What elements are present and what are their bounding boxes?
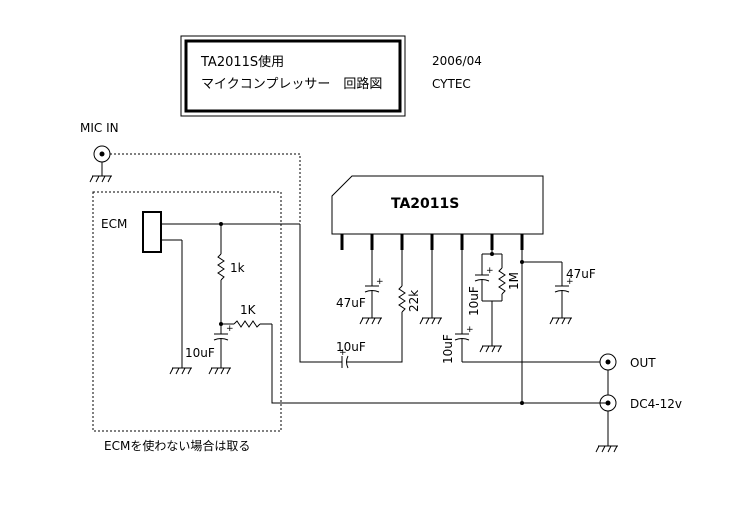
svg-text:+: + (466, 325, 474, 335)
capacitor-47uf-supply: + 47uF (554, 262, 596, 318)
svg-text:+: + (226, 324, 234, 334)
resistor-1k-lower: 1K (221, 303, 272, 328)
pin6-network: + 10uF 1M (467, 250, 521, 346)
capacitor-47uf-pin: + 47uF (336, 250, 384, 318)
ground-symbol (359, 317, 382, 325)
dc-label: DC4-12v (630, 397, 682, 411)
ecm-microphone: ECM (101, 211, 300, 368)
ecm-note: ECMを使わない場合は取る (104, 438, 250, 453)
mic-in-dotted-line (110, 153, 301, 224)
ground-symbol (169, 367, 192, 375)
ic-label: TA2011S (391, 196, 459, 212)
mic-in-label: MIC IN (80, 121, 119, 135)
resistor-1k-lower-label: 1K (240, 303, 257, 317)
resistor-1k-upper: 1k (217, 253, 245, 281)
title-box: TA2011S使用 マイクコンプレッサー 回路図 (180, 35, 406, 117)
resistor-1m-label: 1M (507, 272, 521, 290)
power-rail (271, 324, 608, 404)
capacitor-10uf-coupling: + 10uF (336, 340, 366, 369)
resistor-22k-label: 22k (407, 290, 421, 312)
title-line2: マイクコンプレッサー 回路図 (201, 76, 382, 92)
title-line1: TA2011S使用 (200, 54, 284, 70)
capacitor-10uf-left-label: 10uF (185, 346, 215, 360)
ic-input-line (299, 224, 342, 363)
svg-text:+: + (376, 277, 384, 287)
mic-in-jack: MIC IN (80, 121, 119, 183)
ground-symbol (549, 317, 572, 325)
capacitor-10uf-left: + 10uF (185, 324, 234, 368)
capacitor-47uf-pin-label: 47uF (336, 296, 366, 310)
svg-text:+: + (486, 266, 494, 276)
resistor-22k: 22k (398, 250, 421, 316)
capacitor-10uf-coupling-label: 10uF (336, 340, 366, 354)
capacitor-10uf-pin6-label: 10uF (467, 286, 481, 316)
ecm-label: ECM (101, 217, 127, 231)
resistor-1k-upper-label: 1k (230, 261, 245, 275)
capacitor-10uf-output-label: 10uF (441, 334, 455, 364)
ic-ta2011s: TA2011S (331, 175, 544, 250)
capacitor-47uf-supply-label: 47uF (566, 267, 596, 281)
out-jack: OUT (599, 353, 656, 395)
dc-jack: DC4-12v (599, 394, 682, 446)
ground-symbol (595, 445, 618, 453)
out-label: OUT (630, 356, 656, 370)
svg-text:+: + (566, 277, 574, 287)
ground-symbol (479, 345, 502, 353)
date-label: 2006/04 (432, 54, 482, 68)
author-label: CYTEC (432, 77, 471, 91)
capacitor-10uf-output: + 10uF (441, 250, 474, 364)
ground-symbol (208, 367, 231, 375)
ecm-removable-region (92, 191, 282, 432)
ground-symbol (419, 317, 442, 325)
svg-text:+: + (339, 348, 347, 358)
